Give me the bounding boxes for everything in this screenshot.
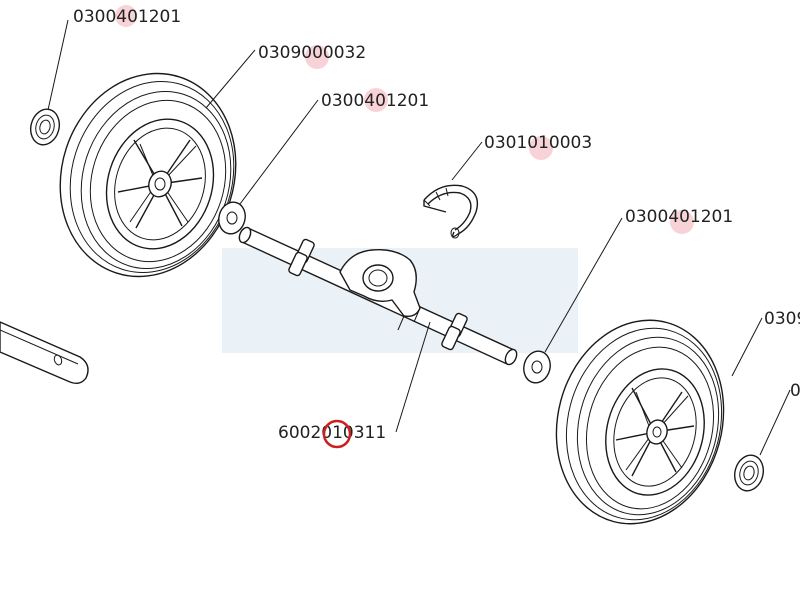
- label-axle[interactable]: 6002010311: [278, 423, 386, 443]
- label-clip[interactable]: 0301010003: [484, 133, 592, 153]
- washer-right: [523, 350, 551, 384]
- label-washer-right[interactable]: 0300401201: [625, 207, 733, 227]
- leader-lines: [47, 19, 791, 456]
- hotspot-dot-icon[interactable]: [305, 45, 329, 69]
- cap-right: [733, 454, 765, 492]
- label-washer-left[interactable]: 0300401201: [321, 91, 429, 111]
- hotspots: [115, 5, 694, 234]
- label-wheel-right[interactable]: 0309: [764, 309, 800, 329]
- label-top-left[interactable]: 0300401201: [73, 7, 181, 27]
- clip: [423, 184, 479, 239]
- cap-left: [29, 108, 61, 146]
- handle-shaft: [0, 321, 89, 385]
- selected-ring-icon: [322, 419, 352, 449]
- label-cap-right[interactable]: 0: [790, 381, 800, 401]
- wheel-left: [59, 72, 237, 278]
- washer-left: [218, 201, 246, 235]
- hotspot-dot-icon[interactable]: [529, 136, 553, 160]
- label-wheel-left[interactable]: 0309000032: [258, 43, 366, 63]
- hotspot-dot-icon[interactable]: [364, 88, 388, 112]
- hotspot-dot-icon[interactable]: [670, 210, 694, 234]
- part-labels: 0300401201 0309000032 0300401201 0301010…: [73, 7, 800, 443]
- axle: [238, 226, 518, 366]
- wheel-right: [555, 319, 725, 525]
- hotspot-dot-icon[interactable]: [115, 5, 137, 27]
